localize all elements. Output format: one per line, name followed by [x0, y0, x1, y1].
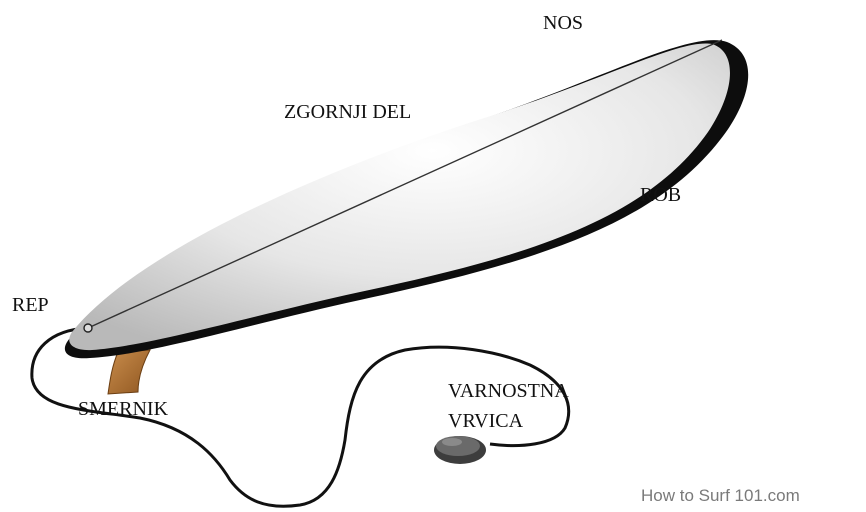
label-tail: REP: [12, 294, 49, 316]
label-deck: ZGORNJI DEL: [284, 101, 411, 123]
label-rail: ROB: [640, 184, 681, 206]
board-deck: [69, 43, 730, 350]
label-leash-line1: VARNOSTNA: [448, 380, 569, 402]
leash-plug: [84, 324, 92, 332]
label-leash-line2: VRVICA: [448, 410, 523, 432]
label-nose: NOS: [543, 12, 583, 34]
credit-watermark: How to Surf 101.com: [641, 486, 800, 506]
leash-cuff: [434, 436, 486, 464]
fin: [108, 350, 150, 394]
label-fin: SMERNIK: [78, 398, 168, 420]
